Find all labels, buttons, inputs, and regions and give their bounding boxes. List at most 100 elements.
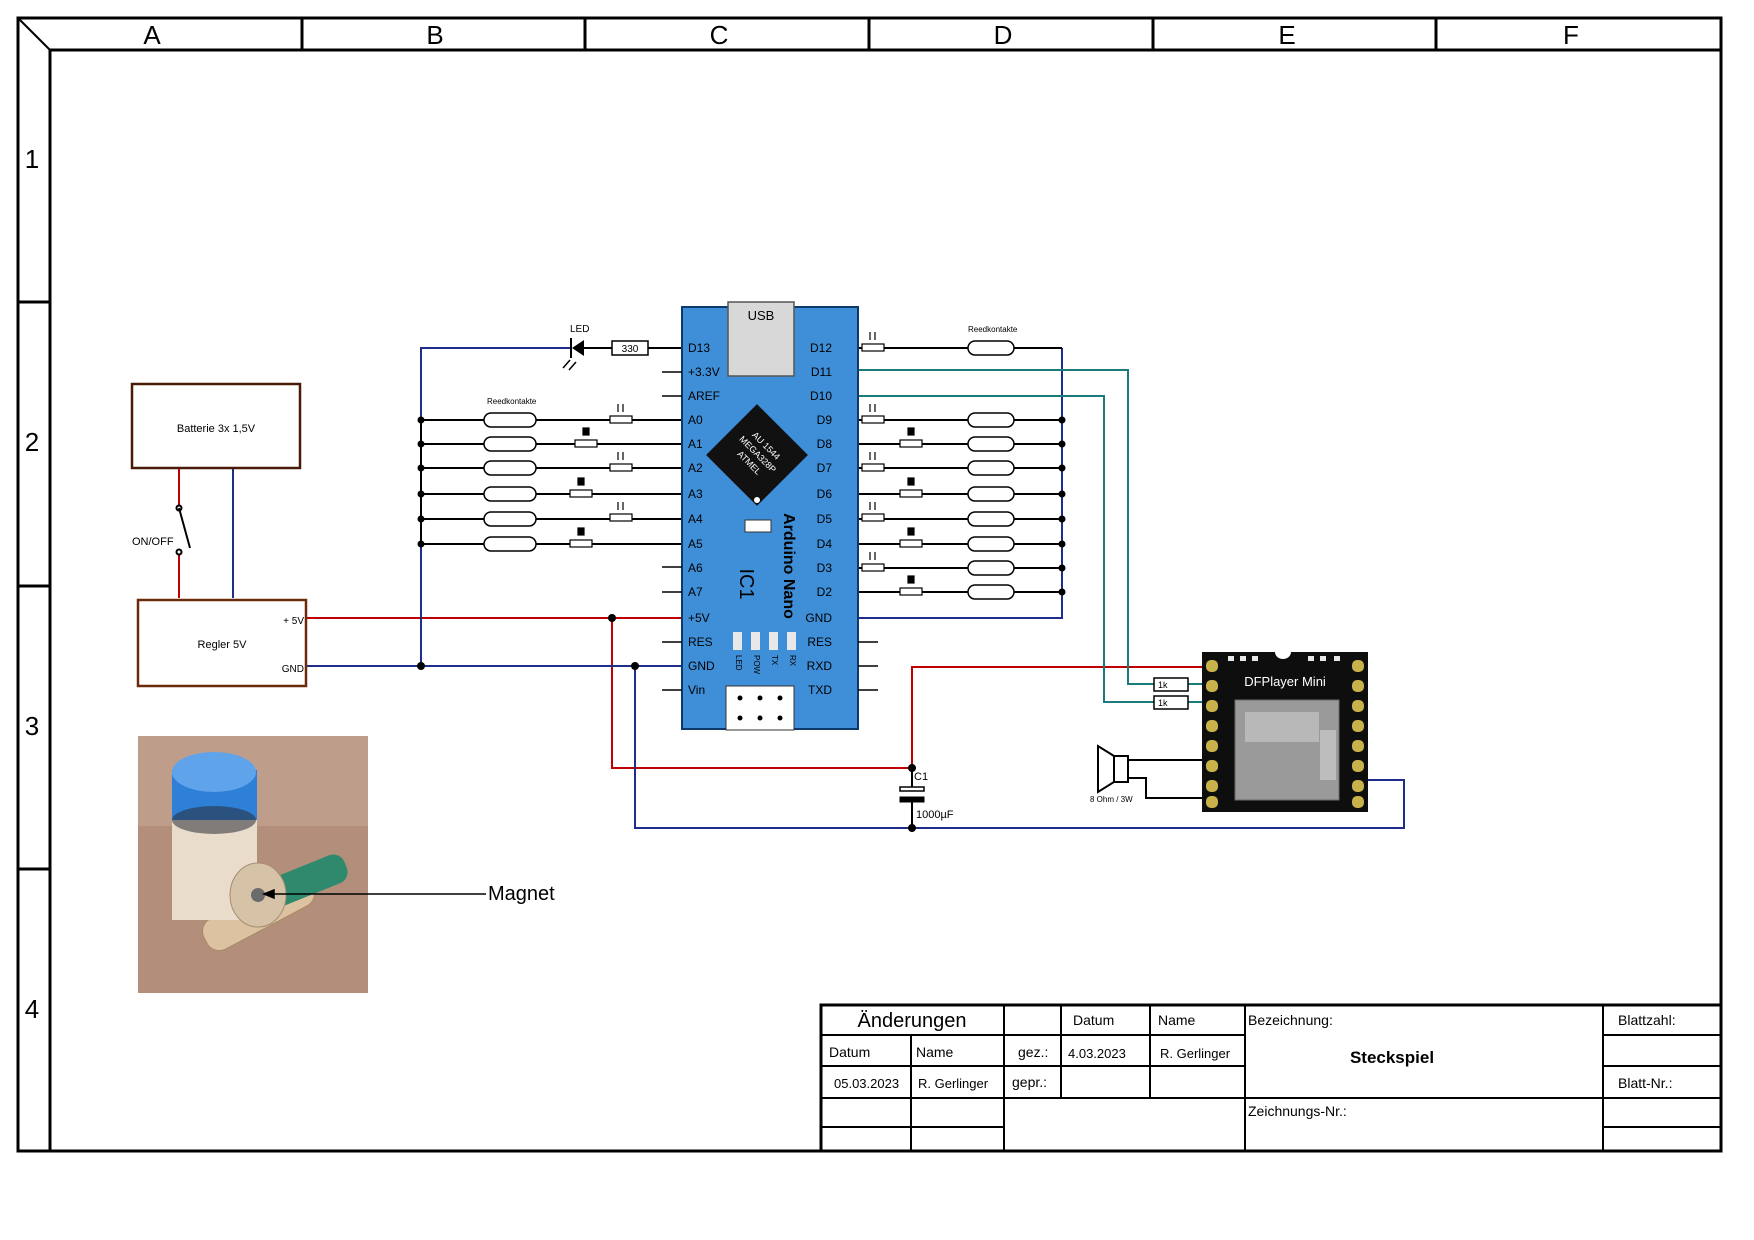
change-name: R. Gerlinger bbox=[918, 1076, 989, 1091]
pin-label: AREF bbox=[688, 389, 720, 403]
magnet-pointer bbox=[261, 888, 486, 900]
pin-label: TXD bbox=[808, 683, 832, 697]
nano-ref-label: IC1 bbox=[735, 568, 757, 599]
gepr-label: gepr.: bbox=[1012, 1074, 1047, 1090]
switch-label: ON/OFF bbox=[132, 536, 174, 548]
resistor-1k-a bbox=[1153, 677, 1189, 692]
battery-box bbox=[130, 382, 302, 470]
changes-name-label: Name bbox=[916, 1044, 954, 1060]
pin-label: +3.3V bbox=[688, 365, 720, 379]
speaker-icon bbox=[1097, 744, 1129, 794]
gez-label: gez.: bbox=[1018, 1044, 1048, 1060]
pin-label: D5 bbox=[817, 512, 833, 526]
pin-label: RES bbox=[807, 635, 832, 649]
reed-left-label: Reedkontakte bbox=[487, 397, 537, 406]
resistor-1k-b-label: 1k bbox=[1158, 698, 1168, 708]
pin-label: RXD bbox=[807, 659, 833, 673]
regulator-label: Regler 5V bbox=[198, 639, 248, 651]
capacitor-c1 bbox=[899, 768, 925, 828]
pin-label: A3 bbox=[688, 487, 703, 501]
pin-label: GND bbox=[805, 611, 832, 625]
pin-label: A2 bbox=[688, 461, 703, 475]
zeichnungsnr-label: Zeichnungs-Nr.: bbox=[1248, 1103, 1347, 1119]
nano-name-label: Arduino Nano bbox=[780, 513, 797, 619]
pin-label: +5V bbox=[688, 611, 710, 625]
pin-label: D10 bbox=[810, 389, 832, 403]
pin-label: A5 bbox=[688, 537, 703, 551]
dfplayer-label: DFPlayer Mini bbox=[1244, 674, 1326, 689]
column-label-f: F bbox=[1563, 20, 1579, 50]
pin-label: D11 bbox=[811, 365, 832, 379]
regulator-gnd-label: GND bbox=[282, 664, 304, 675]
magnet-photo bbox=[138, 736, 368, 993]
row-label-3: 3 bbox=[25, 711, 39, 741]
bezeichnung-label: Bezeichnung: bbox=[1248, 1012, 1333, 1028]
pin-label: RES bbox=[688, 635, 713, 649]
nano-pin-labels-right: D12 D11 D10 D9 D8 D7 D6 D5 D4 D3 D2 GND … bbox=[805, 341, 832, 697]
resistor-1k-a-label: 1k bbox=[1158, 680, 1168, 690]
nano-led-label-pow: POW bbox=[752, 655, 761, 675]
drawn-date: 4.03.2023 bbox=[1068, 1046, 1126, 1061]
pin-label: D9 bbox=[817, 413, 833, 427]
column-label-e: E bbox=[1278, 20, 1295, 50]
right-reed-bus bbox=[858, 347, 1062, 593]
on-off-switch bbox=[175, 504, 191, 556]
nano-pin-stubs bbox=[662, 371, 878, 691]
pin-label: A0 bbox=[688, 413, 703, 427]
usb-port bbox=[727, 301, 795, 377]
changes-datum-label: Datum bbox=[829, 1044, 870, 1060]
pin-label: D3 bbox=[817, 561, 833, 575]
pin-label: D12 bbox=[810, 341, 832, 355]
arduino-nano bbox=[681, 301, 859, 731]
nano-led-label-led: LED bbox=[734, 655, 743, 671]
led-resistor-label: 330 bbox=[622, 344, 639, 355]
speaker-label: 8 Ohm / 3W bbox=[1090, 795, 1133, 804]
blattnr-label: Blatt-Nr.: bbox=[1618, 1075, 1672, 1091]
row-label-1: 1 bbox=[25, 144, 39, 174]
battery-label: Batterie 3x 1,5V bbox=[177, 423, 256, 435]
nano-led-label-rx: RX bbox=[788, 655, 797, 667]
dfplayer-module bbox=[1202, 652, 1368, 812]
title-block bbox=[819, 1003, 1723, 1153]
row-label-2: 2 bbox=[25, 427, 39, 457]
pin-label: D2 bbox=[817, 585, 833, 599]
column-label-d: D bbox=[994, 20, 1013, 50]
capacitor-ref-label: C1 bbox=[914, 771, 928, 783]
regulator-plus-label: + 5V bbox=[283, 616, 304, 627]
pin-label: A1 bbox=[688, 437, 703, 451]
pin-label: D8 bbox=[817, 437, 833, 451]
name-header: Name bbox=[1158, 1012, 1196, 1028]
left-reed-bus bbox=[420, 419, 682, 546]
nano-led-label-tx: TX bbox=[770, 655, 779, 666]
resistor-1k-b bbox=[1153, 695, 1189, 710]
pin-label: Vin bbox=[688, 683, 705, 697]
pin-label: D13 bbox=[688, 341, 710, 355]
reed-contacts-left bbox=[483, 412, 537, 552]
pin-label: D7 bbox=[817, 461, 833, 475]
title-block-text: Änderungen Datum Name 05.03.2023 R. Gerl… bbox=[829, 1010, 1676, 1119]
rc-filters bbox=[569, 332, 923, 596]
pin-label: D6 bbox=[817, 487, 833, 501]
icsp-header bbox=[725, 685, 795, 731]
bezeichnung-value: Steckspiel bbox=[1350, 1048, 1434, 1067]
led-label: LED bbox=[570, 324, 589, 335]
blattzahl-label: Blattzahl: bbox=[1618, 1012, 1676, 1028]
regulator-box bbox=[136, 598, 308, 688]
pin-label: GND bbox=[688, 659, 715, 673]
pin-label: D4 bbox=[817, 537, 833, 551]
nano-usb-label: USB bbox=[748, 308, 775, 323]
reed-right-label: Reedkontakte bbox=[968, 325, 1018, 334]
labels: Batterie 3x 1,5V ON/OFF Regler 5V + 5V G… bbox=[132, 308, 1326, 905]
nano-pin-labels-left: D13 +3.3V AREF A0 A1 A2 A3 A4 A5 A6 A7 +… bbox=[688, 341, 720, 697]
led-symbol bbox=[421, 338, 612, 371]
drawn-name: R. Gerlinger bbox=[1160, 1046, 1231, 1061]
column-label-a: A bbox=[143, 20, 161, 50]
capacitor-value-label: 1000µF bbox=[916, 809, 954, 821]
pin-label: A4 bbox=[688, 512, 703, 526]
datum-header: Datum bbox=[1073, 1012, 1114, 1028]
pin-label: A7 bbox=[688, 585, 703, 599]
column-label-c: C bbox=[710, 20, 729, 50]
changes-header: Änderungen bbox=[858, 1010, 967, 1032]
column-label-b: B bbox=[426, 20, 443, 50]
